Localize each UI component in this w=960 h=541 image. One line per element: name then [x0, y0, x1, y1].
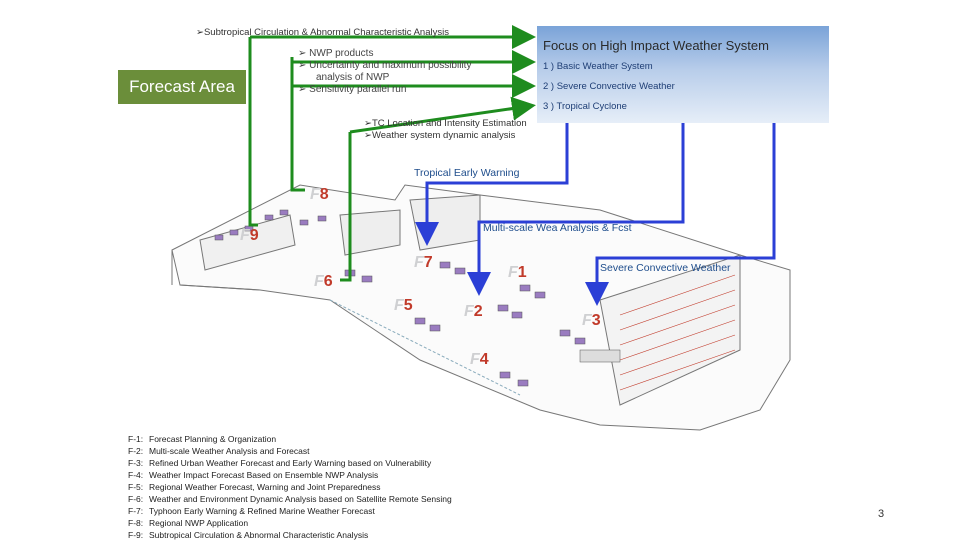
legend-row: F-7:Typhoon Early Warning & Refined Mari… [128, 506, 375, 516]
legend-row: F-6:Weather and Environment Dynamic Anal… [128, 494, 452, 504]
focus-item-severe: 2 ) Severe Convective Weather [543, 81, 675, 92]
station-f1: F1 [508, 264, 527, 281]
station-legend: F-1:Forecast Planning & Organization F-2… [128, 433, 452, 541]
station-f2: F2 [464, 303, 483, 320]
severe-convective-label: Severe Convective Weather [600, 262, 731, 274]
green-arrows [248, 25, 536, 282]
blue-arrows [415, 123, 776, 306]
multi-scale-label: Multi-scale Wea Analysis & Fcst [483, 222, 632, 234]
legend-row: F-1:Forecast Planning & Organization [128, 434, 277, 444]
focus-item-basic: 1 ) Basic Weather System [543, 61, 653, 72]
focus-box [537, 26, 829, 123]
subtropical-label: ➢Subtropical Circulation & Abnormal Char… [196, 27, 449, 38]
legend-row: F-3:Refined Urban Weather Forecast and E… [128, 458, 432, 468]
station-f9: F9 [240, 227, 259, 244]
legend-row: F-8:Regional NWP Application [128, 518, 249, 528]
nwp-item: ➢ Sensitivity parallel run [298, 84, 407, 95]
legend-row: F-2:Multi-scale Weather Analysis and For… [128, 446, 310, 456]
page-number: 3 [878, 508, 885, 520]
station-f5: F5 [394, 297, 413, 314]
station-f4: F4 [470, 351, 489, 368]
tc-item: ➢Weather system dynamic analysis [364, 130, 516, 141]
forecast-area-box: Forecast Area [118, 70, 246, 104]
station-f6: F6 [314, 273, 333, 290]
legend-row: F-9:Subtropical Circulation & Abnormal C… [128, 530, 369, 540]
station-f7: F7 [414, 254, 433, 271]
legend-row: F-4:Weather Impact Forecast Based on Ens… [128, 470, 379, 480]
tc-list: ➢TC Location and Intensity Estimation ➢W… [364, 118, 527, 142]
nwp-list: ➢ NWP products ➢ Uncertainty and maximum… [298, 48, 471, 96]
tc-item: ➢TC Location and Intensity Estimation [364, 118, 527, 129]
building-outline [171, 184, 791, 431]
tropical-early-warning-label: Tropical Early Warning [414, 167, 520, 179]
legend-row: F-5:Regional Weather Forecast, Warning a… [128, 482, 381, 492]
station-f8: F8 [310, 186, 329, 203]
nwp-item: analysis of NWP [316, 72, 390, 83]
nwp-item: ➢ Uncertainty and maximum possibility [298, 60, 472, 71]
nwp-item: ➢ NWP products [298, 48, 374, 59]
focus-title: Focus on High Impact Weather System [543, 38, 769, 53]
focus-item-tropical: 3 ) Tropical Cyclone [543, 101, 627, 112]
station-f3: F3 [582, 312, 601, 329]
